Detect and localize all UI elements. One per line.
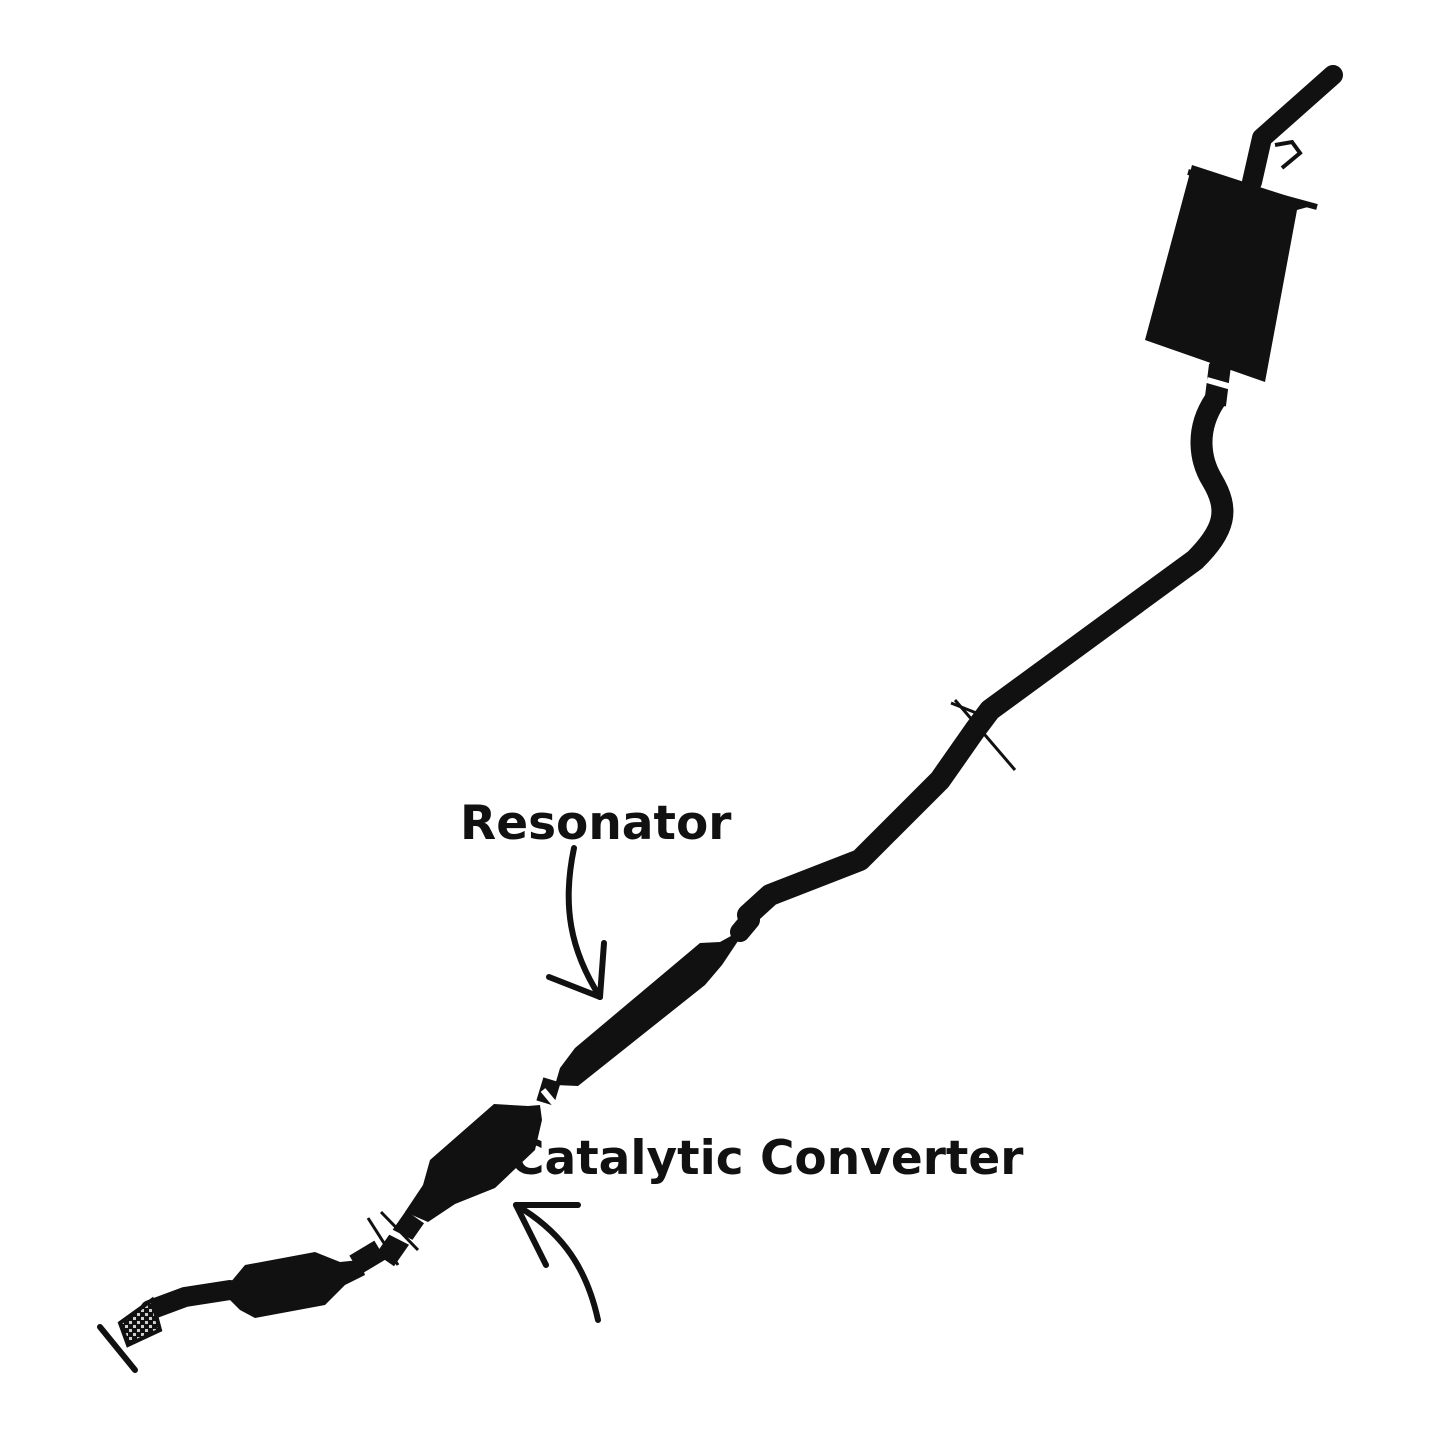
resonator <box>555 910 760 1086</box>
front-pipe <box>140 1240 386 1320</box>
catalytic-rear-clamp <box>536 1077 561 1110</box>
rear-pipe <box>737 389 1234 926</box>
flex-pipe <box>97 1296 163 1373</box>
curved-arrow-up-icon <box>513 1202 601 1323</box>
front-flange-clamp <box>366 1210 425 1267</box>
curved-arrow-down-icon <box>546 845 607 1000</box>
tailpipe <box>1242 65 1343 192</box>
catalytic-converter-label: Catalytic Converter <box>510 1131 1024 1186</box>
resonator-label: Resonator <box>460 796 732 851</box>
muffler <box>1145 165 1318 382</box>
pipe-hanger <box>950 699 1017 771</box>
catalytic-converter <box>405 1104 542 1222</box>
